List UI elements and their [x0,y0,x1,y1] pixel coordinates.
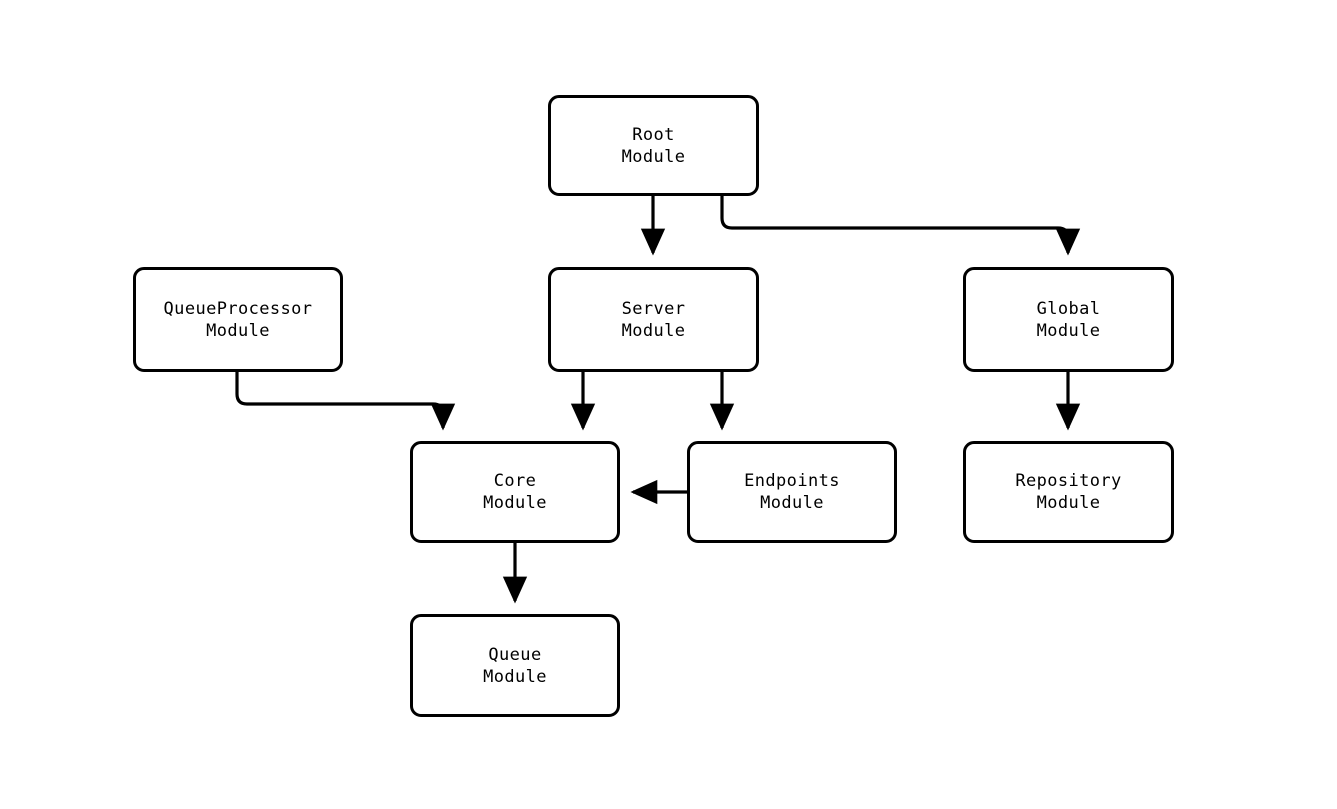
node-core-module-line-2: Module [483,493,547,513]
node-global-module-line-1: Global [1036,298,1101,319]
node-queueprocessor-module-line-1: QueueProcessor [163,298,313,319]
node-queue-module-line-1: Queue [488,644,542,665]
node-queue-module-line-2: Module [483,666,547,687]
node-core-module-line-1: Core [493,471,537,491]
node-queueprocessor-module-line-2: Module [206,320,270,341]
node-root-module-line-1: Root [632,124,675,145]
node-queue-module[interactable]: Queue Module [410,614,620,717]
node-repository-module-line-2: Module [1036,493,1101,513]
node-server-module-line-2: Module [621,320,686,341]
node-server-module-line-1: Server [621,298,686,319]
node-repository-module[interactable]: Repository Module [963,441,1174,543]
node-repository-module-line-1: Repository [1015,471,1122,491]
node-root-module-line-2: Module [621,146,686,167]
node-queueprocessor-module[interactable]: QueueProcessor Module [133,267,343,372]
node-root-module[interactable]: Root Module [548,95,759,196]
node-global-module[interactable]: Global Module [963,267,1174,372]
node-server-module[interactable]: Server Module [548,267,759,372]
edge-queueprocessor-to-core [235,372,456,431]
node-endpoints-module[interactable]: Endpoints Module [687,441,897,543]
node-global-module-line-2: Module [1036,320,1101,341]
edge-root-to-global [720,196,1081,256]
node-endpoints-module-line-1: Endpoints [744,471,840,491]
node-endpoints-module-line-2: Module [760,493,824,513]
node-core-module[interactable]: Core Module [410,441,620,543]
